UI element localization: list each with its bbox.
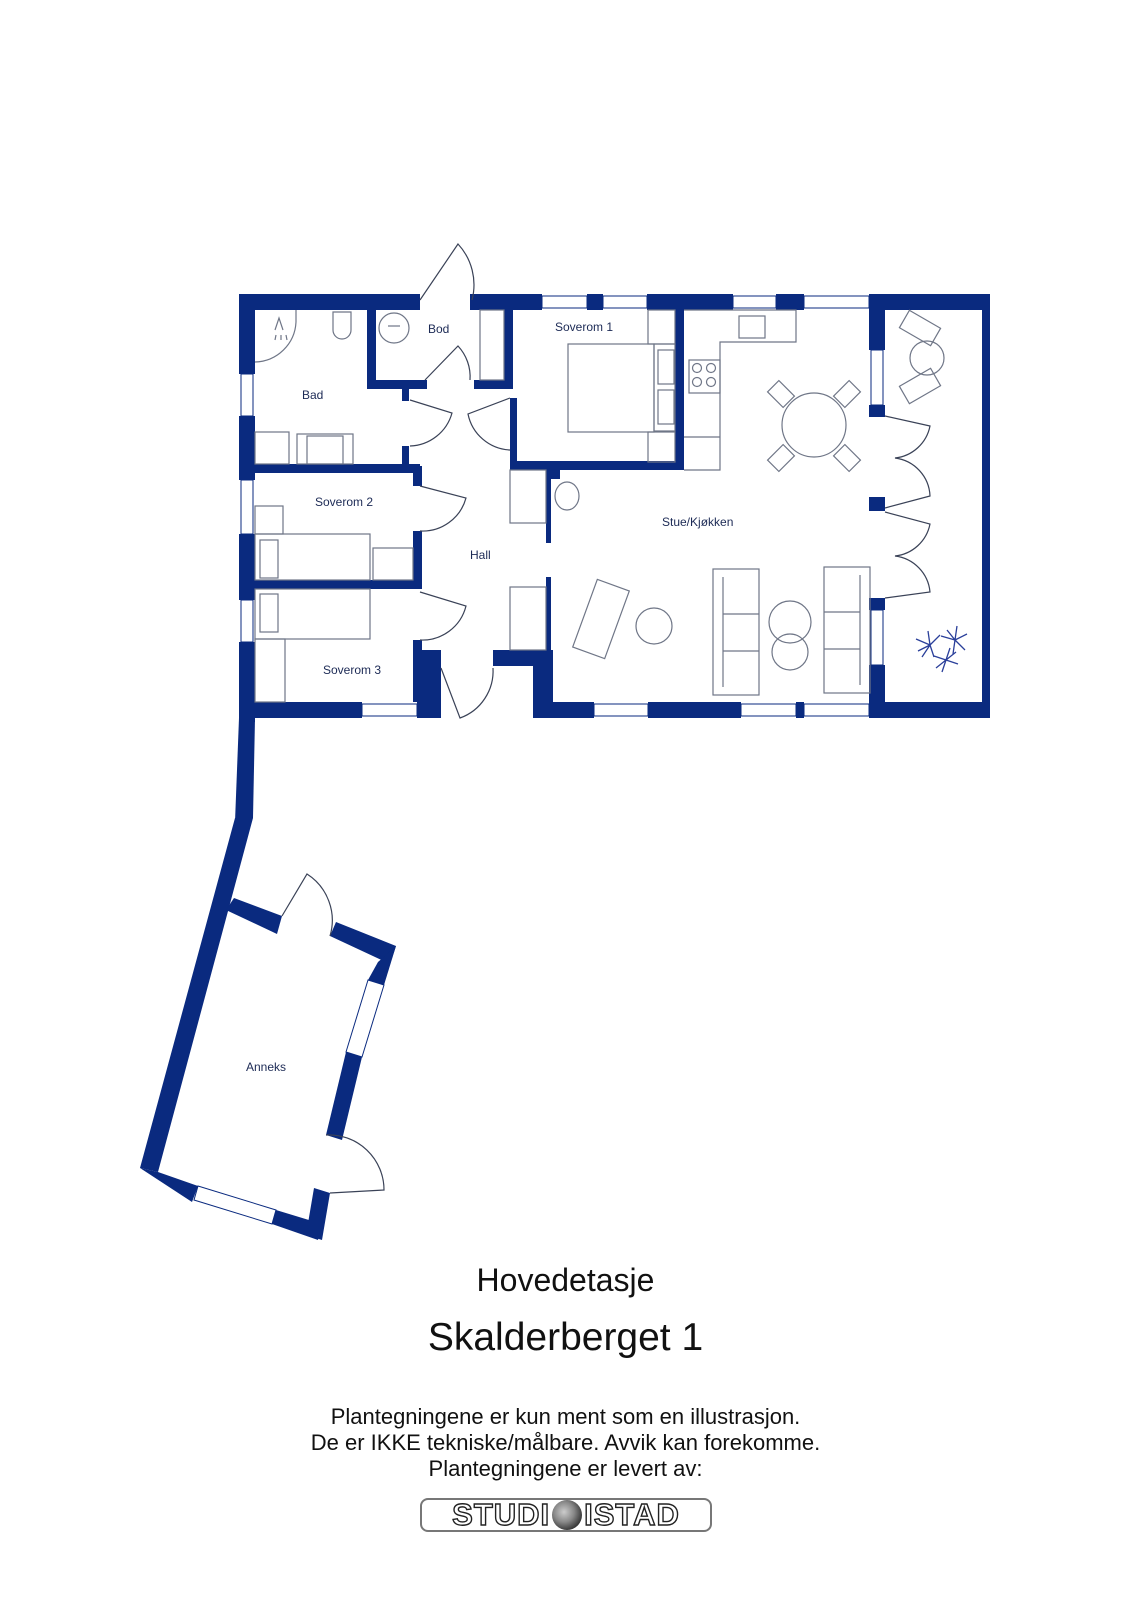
sofa-icon [712, 568, 760, 696]
plant-icon [915, 625, 968, 673]
disclaimer-line-1: Plantegningene er kun ment som en illust… [330, 1404, 801, 1429]
bed-icon [254, 588, 371, 640]
kitchen-sink-icon [738, 315, 766, 339]
exterior-walls [239, 294, 990, 722]
logo-text-right: ISTAD [583, 1496, 680, 1532]
room-labels: Bad Bod Soverom 1 Soverom 2 Soverom 3 Ha… [246, 320, 733, 1074]
doors [281, 243, 931, 1194]
room-label-bod: Bod [428, 322, 449, 336]
armchair-icon [571, 578, 631, 660]
sink-icon [296, 433, 354, 465]
sofa-icon [823, 566, 871, 694]
double-bed-icon [567, 343, 655, 433]
stove-icon [688, 359, 721, 394]
room-label-bad: Bad [302, 388, 323, 402]
toilet-icon [332, 311, 352, 340]
room-label-anneks: Anneks [246, 1060, 286, 1074]
annex-walls [140, 718, 396, 1240]
room-label-soverom-1: Soverom 1 [555, 320, 613, 334]
room-label-soverom-2: Soverom 2 [315, 495, 373, 509]
camera-aperture-icon [552, 1500, 583, 1530]
water-heater-icon [378, 312, 410, 344]
furniture [254, 309, 968, 703]
property-address: Skalderberget 1 [427, 1316, 704, 1359]
room-label-hall: Hall [470, 548, 491, 562]
bed-icon [254, 533, 371, 581]
interior-walls [255, 306, 885, 715]
shower-icon [254, 310, 297, 363]
dining-table-icon [781, 392, 847, 458]
studio-istad-logo: STUDI ISTAD [420, 1496, 712, 1533]
disclaimer-line-2: De er IKKE tekniske/målbare. Avvik kan f… [310, 1430, 821, 1455]
floor-name: Hovedetasje [476, 1262, 655, 1298]
room-label-stue-kjokken: Stue/Kjøkken [662, 515, 733, 529]
disclaimer-line-3: Plantegningene er levert av: [428, 1456, 703, 1481]
room-label-soverom-3: Soverom 3 [323, 663, 381, 677]
logo-text-left: STUDI [451, 1496, 551, 1532]
